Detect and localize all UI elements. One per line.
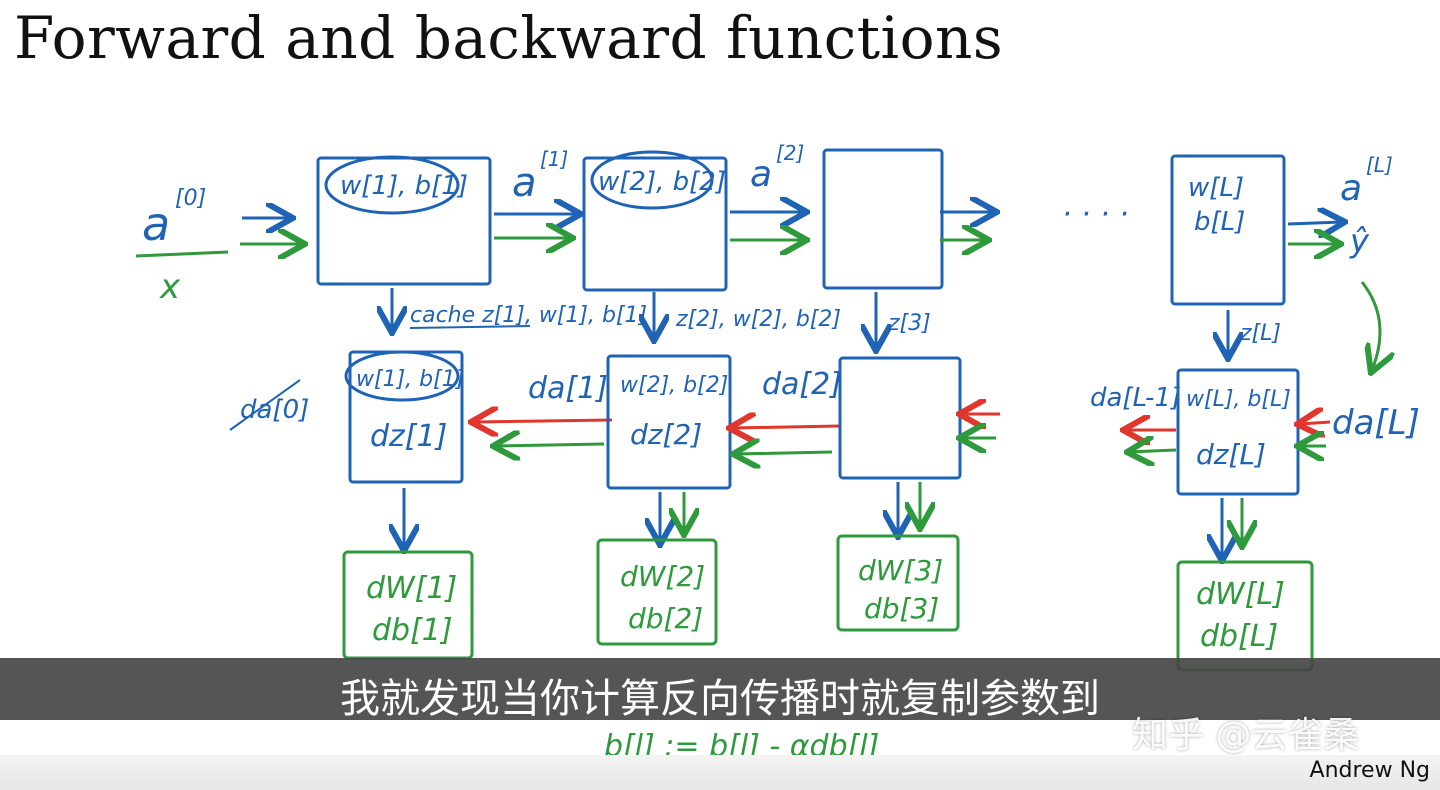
watermark: 知乎 @云雀桑 (1132, 715, 1360, 756)
forward-params-2: w[2], b[2] (598, 167, 726, 197)
cache-label-1: cache z[1], w[1], b[1] (410, 303, 647, 328)
backward-dz-L: dz[L] (1196, 438, 1266, 471)
backward-box-layer3 (838, 356, 962, 480)
grad-db2: db[2] (628, 602, 703, 635)
grad-dbL: db[L] (1200, 619, 1278, 654)
grad-dW2: dW[2] (620, 560, 705, 593)
slide-title: Forward and backward functions (14, 4, 1004, 72)
aL-superscript: [L] (1366, 153, 1393, 177)
cache-label-L: z[L] (1239, 321, 1281, 346)
a1-label: a (512, 160, 537, 206)
da0-strikethrough (229, 379, 301, 431)
cache-label-3: z[3] (887, 311, 931, 336)
subtitle-bar (0, 658, 1440, 720)
input-a0-label: a (142, 197, 170, 251)
grad-box-layer2 (596, 538, 718, 646)
forward-param-wL: w[L] (1188, 173, 1244, 203)
grad-dW3: dW[3] (858, 554, 943, 587)
grad-dWL: dW[L] (1196, 577, 1285, 612)
arrow-da1-backward (474, 420, 613, 422)
grad-db3: db[3] (864, 592, 939, 625)
da2-label: da[2] (762, 367, 842, 402)
arrow-green-L-backward (1130, 450, 1177, 452)
grad-dW1: dW[1] (366, 571, 457, 606)
backward-dz-1: dz[1] (370, 419, 447, 454)
arrow-aL-forward (1287, 222, 1342, 224)
forward-params-circle-1 (324, 155, 460, 215)
backward-dz-2: dz[2] (630, 418, 702, 451)
backward-params-L: w[L], b[L] (1186, 387, 1291, 412)
backward-params-circle-1 (344, 350, 460, 402)
forward-params-1: w[1], b[1] (340, 171, 468, 201)
bottom-strip (0, 755, 1440, 790)
forward-box-layer3 (822, 148, 944, 290)
forward-box-layerL (1170, 154, 1286, 306)
forward-box-layer2 (582, 156, 728, 292)
backward-params-2: w[2], b[2] (620, 373, 728, 398)
da1-label: da[1] (528, 371, 608, 406)
ellipsis-dots: · · · · (1062, 197, 1129, 232)
input-underline (135, 250, 229, 258)
arrow-loss-down (1360, 281, 1380, 370)
aL-label: a (1340, 168, 1362, 209)
author-credit: Andrew Ng (1309, 758, 1430, 783)
daL1-label: da[L-1] (1090, 383, 1181, 413)
arrow-green-2-backward (736, 452, 833, 454)
yhat-label: ŷ (1349, 222, 1370, 260)
da0-label: da[0] (240, 395, 309, 425)
daL-label: da[L] (1332, 403, 1420, 443)
grad-db1: db[1] (372, 613, 453, 648)
subtitle-text: 我就发现当你计算反向传播时就复制参数到 (340, 676, 1100, 722)
a1-superscript: [1] (540, 147, 568, 171)
a2-superscript: [2] (776, 141, 804, 165)
a2-label: a (750, 154, 772, 195)
grad-box-layer3 (836, 534, 960, 632)
arrow-green-1-backward (496, 444, 605, 446)
cache-underline (409, 325, 531, 329)
forward-params-circle-2 (590, 150, 714, 210)
backward-params-1: w[1], b[1] (356, 367, 464, 392)
forward-param-bL: b[L] (1194, 207, 1245, 237)
cache-label-2: z[2], w[2], b[2] (675, 307, 841, 332)
arrow-daL-backward (1300, 422, 1331, 424)
input-x-label: x (159, 267, 181, 307)
input-a0-superscript: [0] (175, 186, 206, 211)
arrow-da2-backward (732, 426, 841, 428)
